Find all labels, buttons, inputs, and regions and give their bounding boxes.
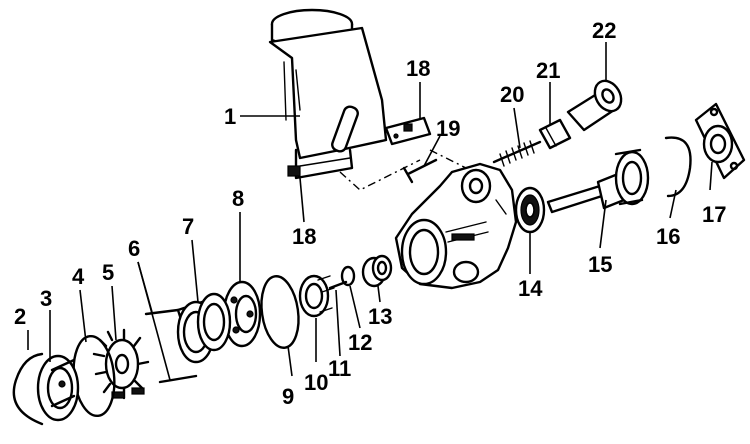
- callout-2: 2: [14, 304, 26, 329]
- callout-18-upper: 18: [406, 56, 430, 81]
- part-pump-housing: [394, 162, 518, 290]
- part-large-o-ring: [260, 275, 300, 349]
- callout-21: 21: [536, 58, 560, 83]
- part-outlet-fitting: [566, 79, 623, 132]
- callout-6: 6: [128, 236, 140, 261]
- part-bracket: [384, 116, 432, 146]
- callout-1: 1: [224, 104, 236, 129]
- part-relief-valve: [538, 118, 572, 150]
- part-reservoir: [268, 8, 388, 180]
- part-shaft-seal: [514, 186, 546, 234]
- callout-10: 10: [304, 370, 328, 395]
- part-pin: [328, 280, 348, 290]
- callout-14: 14: [518, 276, 543, 301]
- callout-11: 11: [328, 356, 351, 381]
- callout-22: 22: [592, 18, 616, 43]
- part-mounting-flange: [694, 102, 746, 180]
- callout-12: 12: [348, 330, 372, 355]
- part-drive-shaft: [546, 148, 650, 214]
- part-pressure-plate: [222, 280, 262, 348]
- part-valve-plug: [361, 254, 393, 288]
- callout-4: 4: [72, 264, 85, 289]
- part-bolt: [402, 158, 438, 184]
- callout-17: 17: [702, 202, 726, 227]
- callout-13: 13: [368, 304, 392, 329]
- part-cam-ring: [176, 292, 232, 364]
- callout-3: 3: [40, 286, 52, 311]
- callout-5: 5: [102, 260, 114, 285]
- callout-7: 7: [182, 214, 194, 239]
- callout-18-lower: 18: [292, 224, 316, 249]
- callout-15: 15: [588, 252, 612, 277]
- leader-lines: [27, 42, 713, 381]
- part-spring-assembly: [298, 274, 335, 318]
- callout-labels: 1 2 3 4 5 6 7 8 9 10 11 12 13 14 15 16 1…: [14, 18, 726, 409]
- part-retaining-ring: [12, 352, 44, 426]
- part-rotor: [92, 328, 150, 400]
- part-small-o-ring: [340, 265, 356, 287]
- part-end-cover: [36, 354, 80, 422]
- part-circlip: [664, 136, 692, 198]
- callout-8: 8: [232, 186, 244, 211]
- callout-9: 9: [282, 384, 294, 409]
- callout-19: 19: [436, 116, 460, 141]
- part-relief-spring: [492, 140, 542, 167]
- callout-20: 20: [500, 82, 524, 107]
- callout-16: 16: [656, 224, 680, 249]
